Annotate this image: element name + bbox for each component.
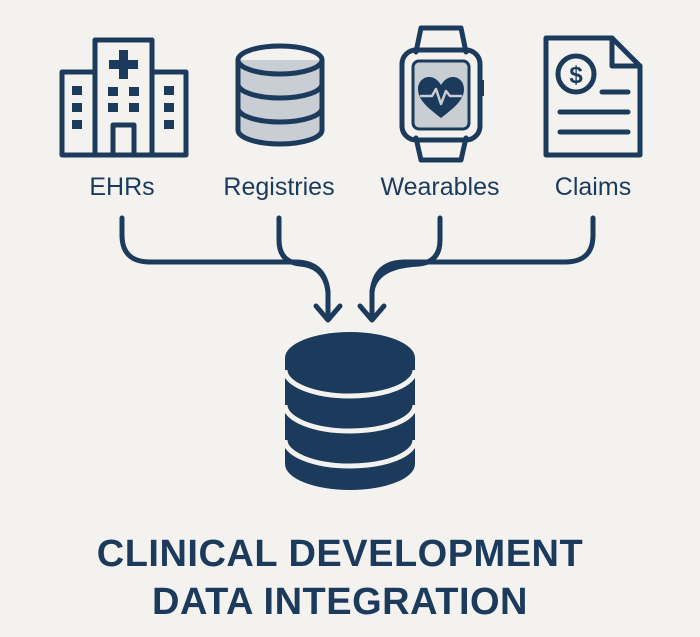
source-label-claims: Claims [555,173,631,201]
source-label-ehrs: EHRs [89,173,154,201]
arrowhead-right [357,303,387,323]
smartwatch-heart-icon [399,25,484,163]
connector-ehrs [119,215,331,321]
diagram-title-line-1: CLINICAL DEVELOPMENT [97,533,583,575]
diagram-title-line-2: DATA INTEGRATION [152,581,528,623]
connector-arrows [119,215,596,323]
arrowhead-left [313,303,343,323]
connector-claims [369,215,596,321]
source-label-wearables: Wearables [380,173,499,201]
connector-registries [276,215,331,321]
database-icon [235,43,325,147]
claims-document-dollar-icon: $ [543,35,643,158]
svg-text:$: $ [569,62,583,89]
integrated-database-icon [282,332,418,490]
hospital-building-icon [59,37,189,158]
source-label-registries: Registries [223,173,334,201]
